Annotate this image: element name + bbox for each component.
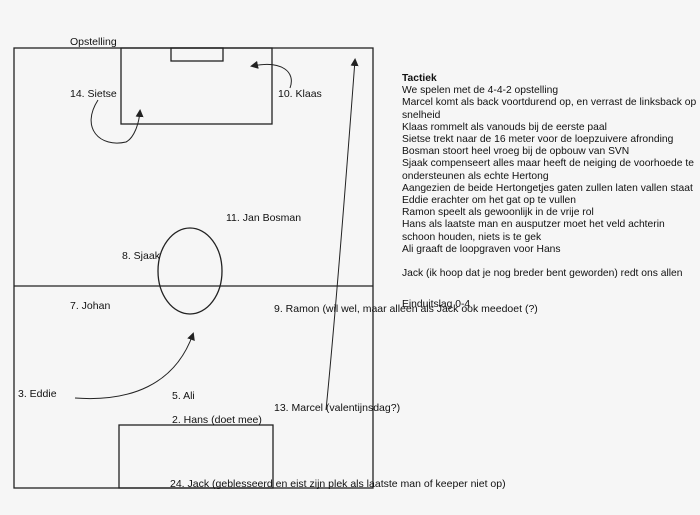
tactics-line: snelheid — [402, 109, 441, 121]
player-klaas: 10. Klaas — [278, 88, 322, 100]
tactics-panel: Tactiek We spelen met de 4-4-2 opstellin… — [402, 73, 696, 311]
klaas-run-arrow — [250, 60, 292, 89]
player-jan-bosman: 11. Jan Bosman — [226, 212, 302, 224]
player-eddie: 3. Eddie — [18, 388, 57, 400]
tactics-line: Sietse trekt naar de 16 meter voor de lo… — [402, 134, 674, 146]
player-marcel: 13. Marcel (valentijnsdag?) — [274, 402, 401, 414]
center-circle — [157, 227, 223, 315]
final-score: Einduitslag 0-4 — [402, 299, 471, 311]
tactics-line: Ramon speelt als gewoonlijk in de vrije … — [402, 207, 594, 219]
tactics-line: ondersteunen als echte Hertong — [402, 170, 549, 182]
player-jack: 24. Jack (geblesseerd en eist zijn plek … — [170, 478, 506, 490]
player-ramon: 9. Ramon (wil wel, maar alleen als Jack … — [274, 303, 538, 315]
tactics-line: schoon houden, niets is te gek — [402, 231, 542, 243]
tactics-line: Eddie erachter om het gat op te vullen — [402, 195, 577, 207]
sietse-run-arrow — [90, 99, 144, 144]
player-sjaak: 8. Sjaak — [122, 250, 160, 262]
bottom-penalty-area — [118, 424, 274, 489]
tactics-line: Ali graaft de loopgraven voor Hans — [402, 243, 561, 255]
tactics-line: Bosman stoort heel vroeg bij de opbouw v… — [402, 146, 630, 158]
tactics-line: Aangezien de beide Hertongetjes gaten zu… — [402, 182, 693, 194]
top-goal-area — [170, 47, 224, 62]
tactics-line: Sjaak compenseert alles maar heeft de ne… — [402, 158, 694, 170]
player-ali: 5. Ali — [172, 390, 195, 402]
tactics-line: Hans als laatste man en ausputzer moet h… — [402, 219, 665, 231]
tactics-line: Klaas rommelt als vanouds bij de eerste … — [402, 121, 607, 133]
player-johan: 7. Johan — [70, 300, 111, 312]
tactics-line: We spelen met de 4-4-2 opstelling — [402, 85, 559, 97]
tactics-note: Jack (ik hoop dat je nog breder bent gew… — [402, 268, 683, 280]
eddie-run-arrow — [74, 332, 195, 400]
diagram-title: Opstelling — [70, 36, 117, 48]
player-hans: 2. Hans (doet mee) — [172, 414, 262, 426]
tactics-title: Tactiek — [402, 73, 437, 84]
tactics-line: Marcel komt als back voortdurend op, en … — [402, 97, 697, 109]
top-penalty-area — [120, 47, 273, 125]
marcel-run-arrow — [325, 58, 359, 411]
player-sietse: 14. Sietse — [70, 88, 117, 100]
